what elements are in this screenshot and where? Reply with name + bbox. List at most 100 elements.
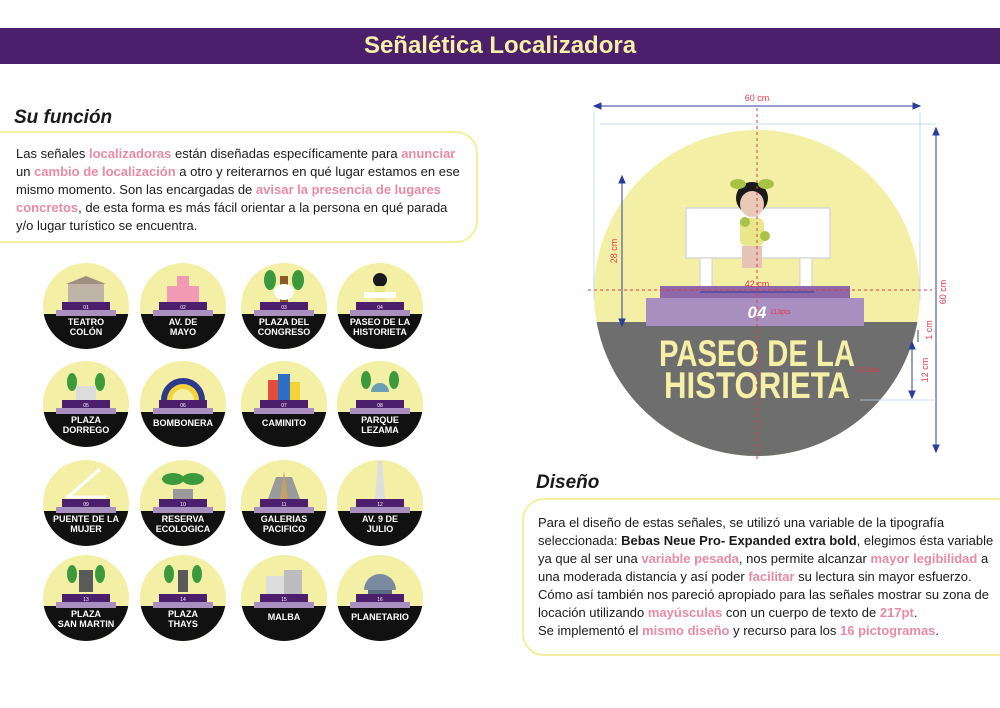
pictogram-label: MAYO [170, 327, 196, 337]
statue-icon [164, 565, 202, 592]
plinth-top [660, 286, 850, 300]
dim-height: 60 cm [938, 280, 948, 305]
body-text: a una moderada distancia y así poder [538, 551, 989, 584]
obelisk-icon [375, 461, 385, 499]
mafalda-icon [364, 273, 396, 300]
pictogram-label: COLÓN [70, 326, 103, 337]
caminito-icon [268, 374, 300, 402]
highlight-text: avisar la presencia de lugares concretos [16, 182, 441, 215]
funcion-box: Las señales localizadoras están diseñada… [0, 131, 478, 243]
horse-statue-icon [67, 565, 105, 592]
body-text: , de esta forma es más fácil orientar a … [16, 200, 448, 233]
pictogram-number: 01 [83, 305, 89, 311]
big-sign-diagram: 04 PASEO DE LA HISTORIETA 60 cm 60 cm 28… [588, 93, 948, 460]
page-title: Señalética Localizadora [363, 32, 637, 59]
plinth [646, 298, 864, 326]
leaf-icon [162, 473, 204, 499]
congreso-icon [264, 270, 304, 304]
diseno-box: Para el diseño de estas señales, se util… [522, 498, 1000, 656]
body-text: a otro y reiterarnos en qué lugar estamo… [16, 164, 460, 197]
body-text: Se implementó el [538, 623, 643, 638]
pictogram-label: PLANETARIO [351, 612, 409, 622]
pictogram-label: RESERVA [162, 514, 205, 524]
dimension-lines [592, 102, 940, 454]
pictogram-number: 02 [180, 305, 186, 311]
pictogram-label: PLAZA [71, 415, 101, 425]
pictogram-label: MUJER [70, 524, 102, 534]
pictogram-label: PLAZA [168, 609, 198, 619]
center-guides [588, 108, 932, 460]
body-text: con un cuerpo de texto de [722, 605, 880, 620]
park-icon [361, 371, 399, 392]
highlight-text: anunciar [401, 146, 456, 161]
pictogram-number: 07 [281, 403, 287, 409]
pictogram-label: PUENTE DE LA [53, 514, 120, 524]
body-text: Las señales [16, 146, 89, 161]
body-text: , elegimos ésta variable ya que al ser u… [538, 533, 994, 566]
body-text: . [935, 623, 940, 638]
bridge-icon [66, 467, 106, 499]
dim-num-pt: 113pts [770, 309, 791, 316]
pictogram-label: PLAZA [71, 609, 101, 619]
funcion-paragraph: Las señales localizadoras están diseñada… [16, 145, 462, 235]
highlight-text: 217pt [879, 605, 914, 620]
title-bar: Señalética Localizadora [0, 28, 1000, 64]
pictogram-number: 13 [83, 597, 89, 603]
highlight-text: variable pesada [641, 551, 739, 566]
body-text: y recurso para los [729, 623, 841, 638]
plaza-icon [67, 373, 105, 400]
highlight-text: localizadoras [89, 146, 172, 161]
dim-gap: 1 cm [924, 320, 934, 340]
pictogram-number: 05 [83, 403, 89, 409]
pictogram-number: 15 [281, 597, 287, 603]
diseno-paragraph: Para el diseño de estas señales, se util… [538, 514, 1000, 640]
pictogram-number: 16 [377, 597, 383, 603]
pictogram-number: 08 [377, 403, 383, 409]
body-text: Para el diseño de estas señales, se util… [538, 515, 945, 548]
pictogram-number: 09 [83, 502, 89, 508]
pictogram-label: CAMINITO [262, 418, 306, 428]
highlight-text: cambio de localización [34, 164, 176, 179]
big-sign: 04 PASEO DE LA HISTORIETA [594, 130, 920, 456]
pictogram-label: SAN MARTIN [58, 619, 115, 629]
highlight-text: facilitar [748, 569, 795, 584]
pictogram-label: PLAZA DEL [259, 317, 310, 327]
pictogram-number: 06 [180, 403, 186, 409]
pictogram-label: MALBA [268, 612, 301, 622]
body-text: , nos permite alcanzar [738, 551, 871, 566]
pictogram-label: AV. 9 DE [362, 514, 398, 524]
highlight-text: mayor legibilidad [870, 551, 978, 566]
pictogram-label: DORREGO [63, 425, 110, 435]
body-text: . [913, 605, 918, 620]
dim-text-h: 12 cm [920, 358, 930, 383]
gallery-icon [268, 471, 300, 499]
body-text: están diseñadas específicamente para [171, 146, 402, 161]
cabildo-icon [167, 276, 199, 304]
stadium-icon [161, 378, 205, 400]
pictogram-label: TEATRO [68, 317, 104, 327]
dim-text-pt: 217pts [858, 367, 880, 374]
pictogram-label: THAYS [168, 619, 198, 629]
body-text: su lectura sin mayor esfuerzo. Cómo así … [538, 569, 989, 620]
highlight-text: mayúsculas [647, 605, 723, 620]
pictogram-number: 12 [377, 502, 383, 508]
pictogram-number: 11 [281, 502, 286, 508]
pictogram-number: 10 [180, 502, 186, 508]
pictogram-label: PASEO DE LA [350, 317, 411, 327]
pictogram-number: 04 [377, 305, 383, 311]
pictogram-label: ECOLOGICA [156, 524, 211, 534]
